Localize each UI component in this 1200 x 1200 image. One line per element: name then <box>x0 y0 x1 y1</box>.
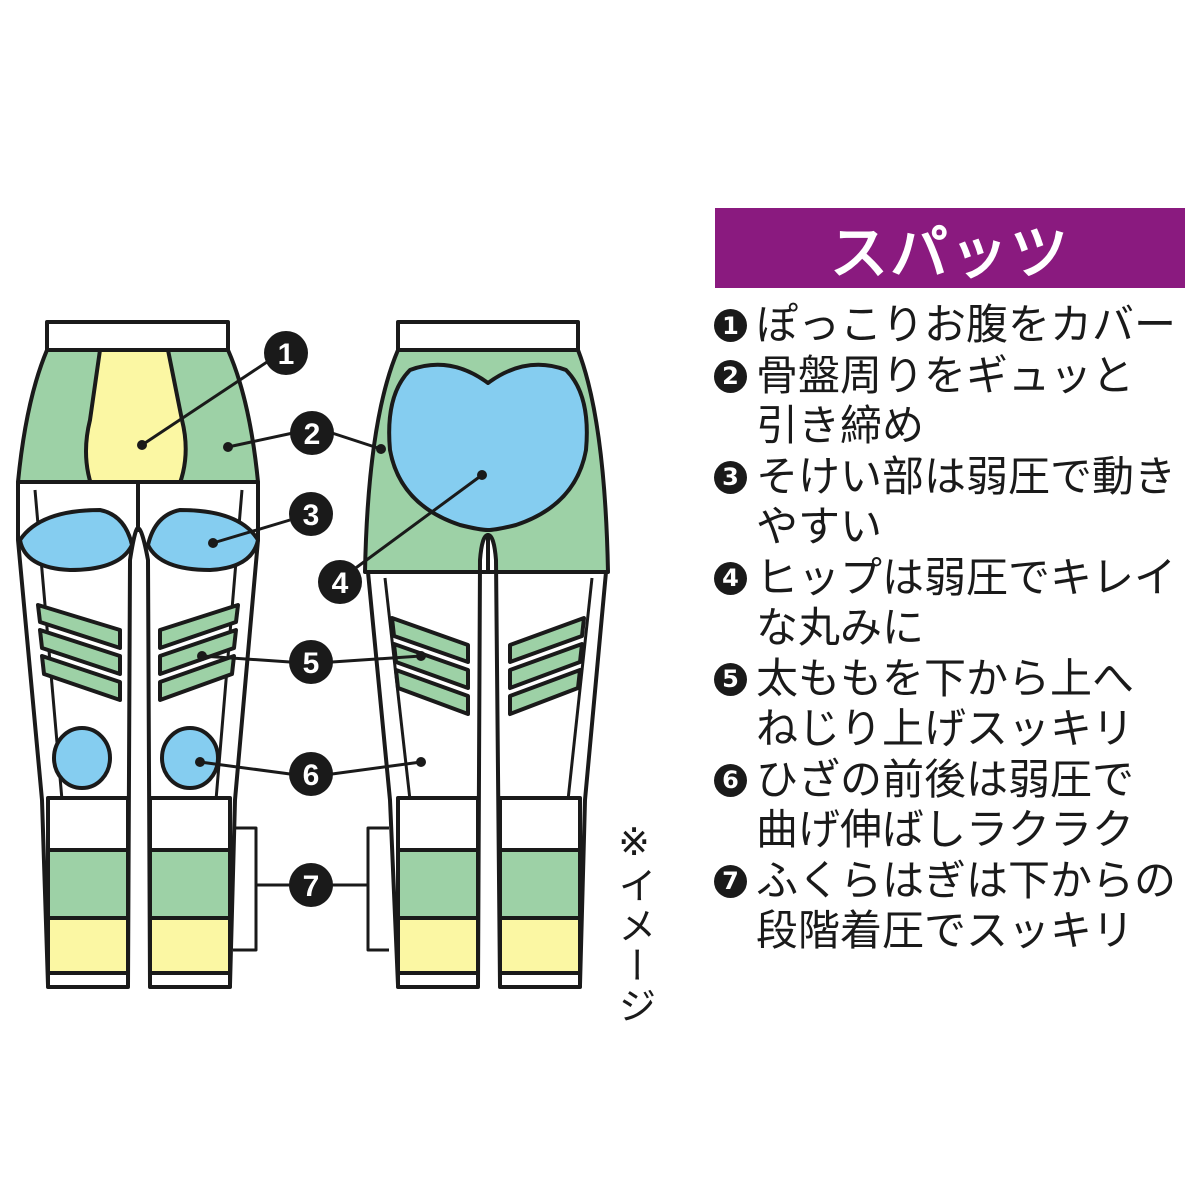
front-groin-right <box>146 508 260 572</box>
callout-2-label: 2 <box>304 418 321 451</box>
leader-dots <box>137 440 487 767</box>
callout-7: 7 <box>289 863 333 907</box>
front-knee-left <box>52 726 112 790</box>
back-view <box>363 320 610 989</box>
image-note: ※イメージ <box>612 820 656 1026</box>
front-groin-left <box>18 508 134 572</box>
callout-3: 3 <box>289 492 333 536</box>
feature-text-line: 引き締め <box>756 401 925 450</box>
feature-number-badge: 1 <box>714 309 747 342</box>
back-calf-green-right <box>498 848 582 920</box>
front-calf-green-left <box>46 848 130 920</box>
leader-lines <box>141 358 483 952</box>
callout-2: 2 <box>290 411 334 455</box>
back-thigh-stripes-right <box>508 616 586 716</box>
front-calf-yellow-left <box>46 916 130 975</box>
back-calf-yellow-right <box>498 916 582 975</box>
callout-4: 4 <box>318 560 362 604</box>
callouts: 1 2 3 4 5 6 7 <box>264 331 362 907</box>
feature-text-line: 曲げ伸ばしラクラク <box>756 805 1135 854</box>
back-calf-green-left <box>396 848 480 920</box>
feature-text-line: 太ももを下から上へ <box>756 653 1135 703</box>
callout-4-label: 4 <box>332 567 349 600</box>
callout-1: 1 <box>264 331 308 375</box>
feature-number-badge: 7 <box>714 864 747 898</box>
feature-text-line: 骨盤周りをギュッと <box>756 350 1135 400</box>
callout-7-label: 7 <box>303 870 320 903</box>
feature-item: 7 ふくらはぎは下からの段階着圧でスッキリ <box>712 856 1192 957</box>
callout-5: 5 <box>289 640 333 684</box>
front-view <box>16 320 260 989</box>
feature-text-line: やすい <box>756 502 883 551</box>
title-band: スパッツ <box>715 208 1185 288</box>
feature-text-line: 段階着圧でスッキリ <box>756 906 1135 955</box>
feature-text-line: ヒップは弱圧でキレイ <box>756 552 1177 602</box>
feature-item: 2 骨盤周りをギュッと引き締め <box>712 351 1192 452</box>
feature-number-badge: 4 <box>714 561 747 595</box>
feature-text-line: ひざの前後は弱圧で <box>756 754 1135 804</box>
feature-text-line: ふくらはぎは下からの <box>756 855 1177 905</box>
feature-number-badge: 2 <box>714 359 747 393</box>
back-calf-yellow-left <box>396 916 480 975</box>
callout-5-label: 5 <box>303 647 320 680</box>
feature-number-badge: 5 <box>714 662 747 696</box>
buttocks-panel <box>387 362 589 532</box>
callout-6: 6 <box>289 752 333 796</box>
feature-item: 6 ひざの前後は弱圧で曲げ伸ばしラクラク <box>712 755 1192 856</box>
front-waistband <box>45 320 230 352</box>
callout-3-label: 3 <box>303 499 320 532</box>
feature-item: 3 そけい部は弱圧で動きやすい <box>712 452 1192 553</box>
front-calf-green-right <box>148 848 232 920</box>
feature-text-line: な丸みに <box>756 603 925 652</box>
feature-text-line: そけい部は弱圧で動き <box>756 451 1177 501</box>
feature-number-badge: 6 <box>714 763 747 797</box>
feature-text-line: ぽっこりお腹をカバー <box>756 300 1177 349</box>
front-calf-yellow-right <box>148 916 232 975</box>
back-thigh-stripes-left <box>390 616 470 716</box>
feature-item: 5 太ももを下から上へねじり上げスッキリ <box>712 654 1192 755</box>
page-title: スパッツ <box>829 219 1070 287</box>
callout-1-label: 1 <box>278 338 295 371</box>
front-thigh-stripes-right <box>158 603 240 702</box>
front-knee-right <box>160 726 220 790</box>
front-thigh-stripes-left <box>36 603 122 702</box>
back-waistband <box>396 320 580 352</box>
feature-number-badge: 3 <box>714 460 747 494</box>
feature-item: 1 ぽっこりお腹をカバー <box>712 300 1192 351</box>
feature-text-line: ねじり上げスッキリ <box>756 704 1135 753</box>
callout-6-label: 6 <box>303 759 320 792</box>
feature-item: 4 ヒップは弱圧でキレイな丸みに <box>712 553 1192 654</box>
